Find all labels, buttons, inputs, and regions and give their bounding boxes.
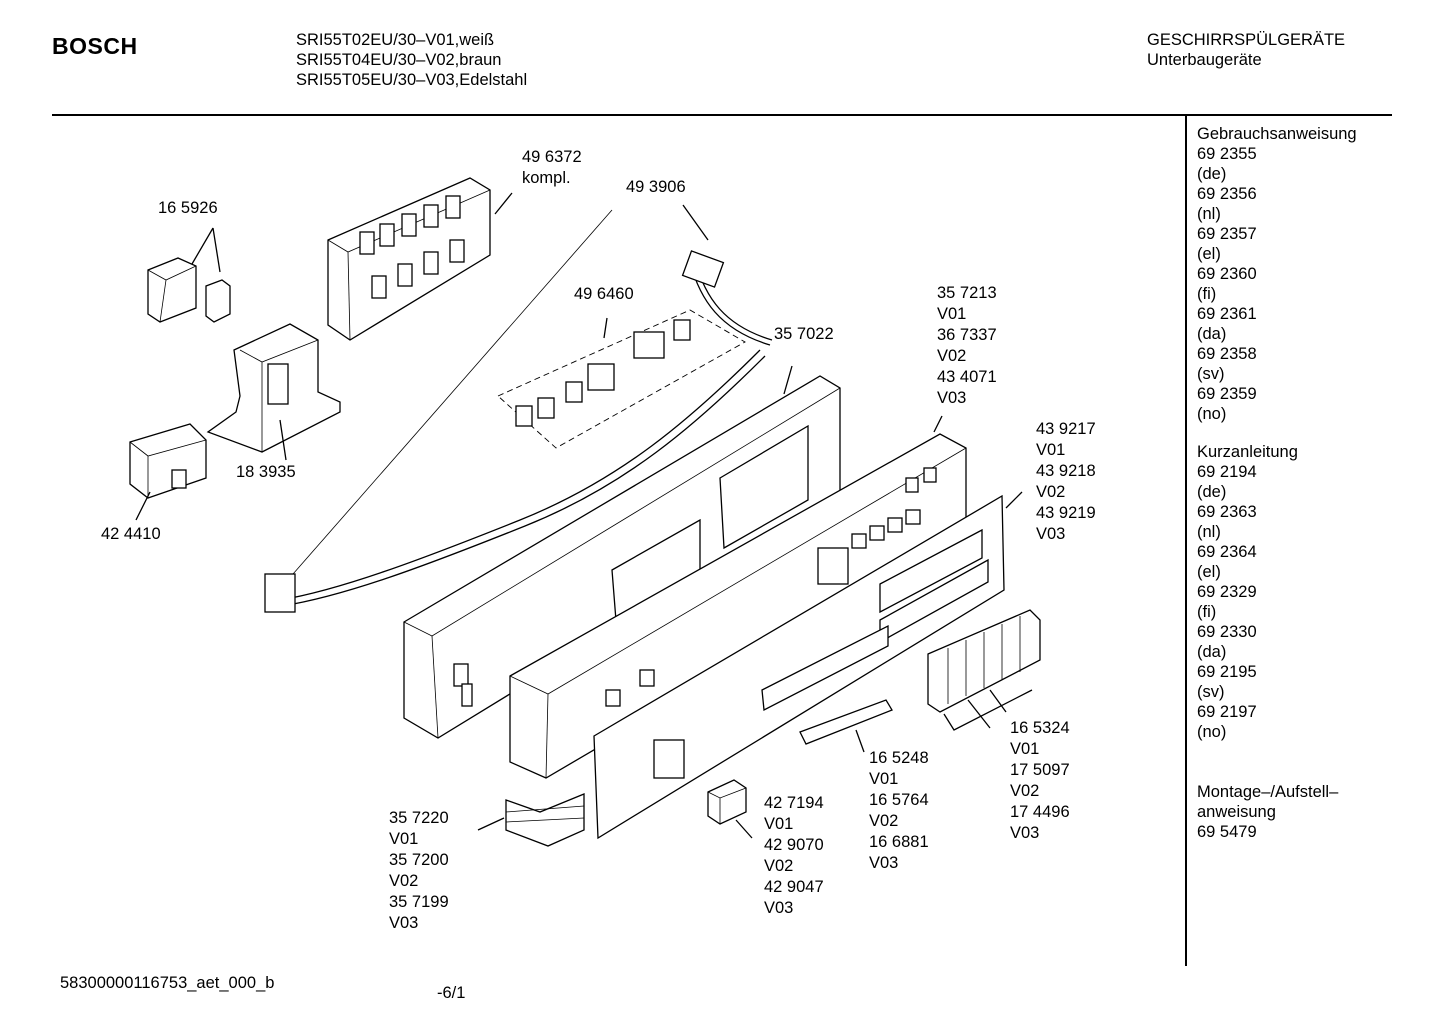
manual-item: 69 2360 <box>1197 265 1257 283</box>
manual-item: (fi) <box>1197 285 1217 303</box>
short-guide-item: (fi) <box>1197 603 1217 621</box>
wire-connector <box>681 250 725 288</box>
part-label-165926: 16 5926 <box>158 199 218 217</box>
part-label-357022: 35 7022 <box>774 325 834 343</box>
short-guide-item: (no) <box>1197 723 1227 741</box>
connector-strip <box>497 309 746 449</box>
category-title: GESCHIRRSPÜLGERÄTE <box>1147 31 1346 49</box>
install-guide-title: Montage–/Aufstell– anweisung <box>1197 783 1339 821</box>
control-module <box>327 177 513 341</box>
part-label-165248: 16 5248 V01 16 5764 V02 16 6881 V03 <box>869 749 929 872</box>
manual-item: (el) <box>1197 245 1221 263</box>
wire-harness <box>264 204 773 613</box>
harness-connector <box>264 573 296 613</box>
cover-cap-parts <box>147 227 231 323</box>
subcategory-title: Unterbaugeräte <box>1147 51 1262 69</box>
short-guide-item: (nl) <box>1197 523 1221 541</box>
knob-cap <box>707 779 753 839</box>
short-guide-item: 69 2330 <box>1197 623 1257 641</box>
mounting-bracket <box>206 323 341 461</box>
manual-item: (no) <box>1197 405 1227 423</box>
part-label-357213: 35 7213 V01 36 7337 V02 43 4071 V03 <box>937 284 997 407</box>
short-guide-item: (el) <box>1197 563 1221 581</box>
model-line-1: SRI55T02EU/30–V01,weiß <box>296 31 495 49</box>
manual-item: 69 2355 <box>1197 145 1257 163</box>
header-divider <box>52 114 1392 116</box>
part-label-493906: 49 3906 <box>626 178 686 196</box>
page-number: -6/1 <box>437 984 466 1002</box>
short-guide-item: 69 2197 <box>1197 703 1257 721</box>
manual-title: Gebrauchsanweisung <box>1197 125 1357 143</box>
manual-item: 69 2358 <box>1197 345 1257 363</box>
install-guide-number: 69 5479 <box>1197 823 1257 841</box>
display-window <box>799 699 893 753</box>
bottom-spacers <box>477 793 585 847</box>
part-label-424410: 42 4410 <box>101 525 161 543</box>
part-label-357220: 35 7220 V01 35 7200 V02 35 7199 V03 <box>389 809 449 932</box>
manual-item: (da) <box>1197 325 1227 343</box>
short-guide-item: 69 2364 <box>1197 543 1257 561</box>
brand-logo: BOSCH <box>52 33 138 59</box>
sidebar-divider <box>1185 116 1187 966</box>
short-guide-item: (da) <box>1197 643 1227 661</box>
part-label-183935: 18 3935 <box>236 463 296 481</box>
short-guide-item: 69 2194 <box>1197 463 1257 481</box>
model-line-3: SRI55T05EU/30–V03,Edelstahl <box>296 71 528 89</box>
part-label-439217: 43 9217 V01 43 9218 V02 43 9219 V03 <box>1036 420 1096 543</box>
manual-item: 69 2357 <box>1197 225 1257 243</box>
short-guide-item: 69 2363 <box>1197 503 1257 521</box>
short-guide-item: 69 2195 <box>1197 663 1257 681</box>
manual-item: (sv) <box>1197 365 1225 383</box>
button-strip <box>927 609 1041 731</box>
short-guide-title: Kurzanleitung <box>1197 443 1298 461</box>
exploded-parts-drawing <box>129 177 1041 847</box>
short-guide-item: (sv) <box>1197 683 1225 701</box>
part-label-165324: 16 5324 V01 17 5097 V02 17 4496 V03 <box>1010 719 1070 842</box>
part-label-496372: 49 6372 kompl. <box>522 148 582 187</box>
short-guide-item: (de) <box>1197 483 1227 501</box>
short-guide-item: 69 2329 <box>1197 583 1257 601</box>
documentation-sidebar: Gebrauchsanweisung 69 2355 (de) 69 2356 … <box>1197 124 1357 842</box>
front-facia <box>593 491 1023 840</box>
part-label-427194: 42 7194 V01 42 9070 V02 42 9047 V03 <box>764 794 824 917</box>
document-id: 58300000116753_aet_000_b <box>60 974 275 992</box>
part-label-496460: 49 6460 <box>574 285 634 303</box>
manual-item: (nl) <box>1197 205 1221 223</box>
model-line-2: SRI55T04EU/30–V02,braun <box>296 51 502 69</box>
manual-item: (de) <box>1197 165 1227 183</box>
manual-item: 69 2356 <box>1197 185 1257 203</box>
manual-item: 69 2359 <box>1197 385 1257 403</box>
switch-block <box>129 423 207 521</box>
manual-item: 69 2361 <box>1197 305 1257 323</box>
